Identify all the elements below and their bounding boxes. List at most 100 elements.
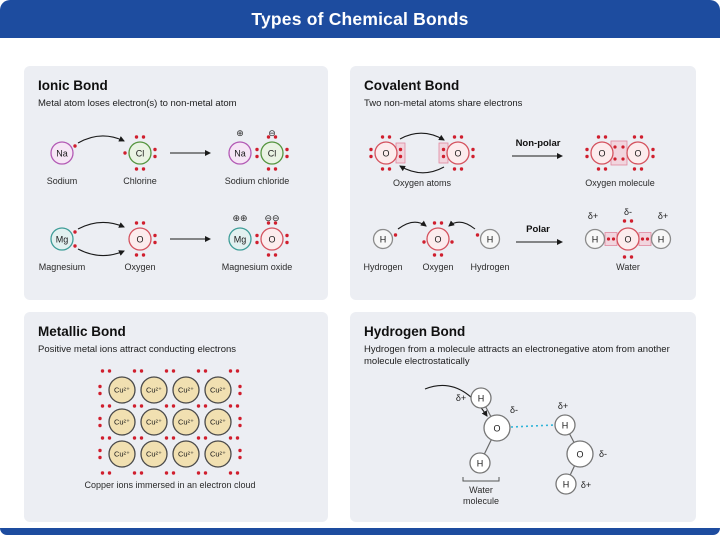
share-arrow-h1 (397, 220, 427, 230)
water-molecule-label-line2: molecule (463, 496, 499, 506)
oxygen-label-row2: Oxygen (422, 262, 453, 272)
nonpolar-label: Non-polar (516, 138, 561, 149)
chlorine-label: Chlorine (123, 176, 157, 186)
ionic-diagram: Na Cl Sodium Chlorine ⊕ ⊖ Na (39, 128, 293, 272)
hydrogen-symbol-2: H (487, 235, 494, 245)
hydrogen1-electron (393, 233, 398, 238)
oxygen-label: Oxygen (124, 262, 155, 272)
share-arrow-1 (399, 133, 445, 141)
chloride-ion-symbol: Cl (268, 149, 277, 159)
sodium-label: Sodium (47, 176, 78, 186)
metallic-diagram: Cu²⁺ Cu²⁺ Cu²⁺ Cu²⁺ Cu²⁺ Cu²⁺ Cu²⁺ Cu²⁺ … (84, 369, 256, 490)
water-hydrogen-symbol-1: H (592, 235, 599, 245)
water1-hydrogen-1 (470, 387, 492, 409)
water2-hydrogen-symbol-1: H (562, 420, 569, 430)
share-arrow-h2 (448, 220, 476, 230)
metallic-subtitle: Positive metal ions attract conducting e… (38, 344, 237, 355)
hydrogen-subtitle: Hydrogen from a molecule attracts an ele… (364, 344, 670, 368)
copper-ion-symbol: Cu²⁺ (178, 450, 194, 459)
copper-ion (140, 440, 168, 468)
electron-transfer-arrow (77, 135, 125, 144)
water-electrons (606, 219, 650, 260)
magnesium-oxide-label: Magnesium oxide (222, 262, 293, 272)
copper-ion (108, 440, 136, 468)
oxygen-symbol-row2: O (434, 235, 441, 245)
delta-minus: δ- (624, 207, 632, 217)
copper-ion-symbol: Cu²⁺ (146, 450, 162, 459)
water1-oxygen-symbol: O (493, 423, 500, 433)
water2-hydrogen-2 (555, 473, 577, 495)
oxygen-symbol: O (136, 235, 143, 245)
oxide-ion-symbol: O (268, 235, 275, 245)
hydrogen-label-2: Hydrogen (470, 262, 509, 272)
delta-plus-left: δ+ (456, 393, 466, 403)
panel-hydrogen-bond: Hydrogen Bond Hydrogen from a molecule a… (350, 312, 696, 522)
delta-plus-1: δ+ (588, 211, 598, 221)
delta-minus-left: δ- (510, 405, 518, 415)
copper-ion-symbol: Cu²⁺ (146, 418, 162, 427)
panel-ionic-bond: Ionic Bond Metal atom loses electron(s) … (24, 66, 328, 300)
magnesium-ion-symbol: Mg (234, 235, 247, 245)
oxygen-molecule-symbol-2: O (634, 149, 641, 159)
copper-ion (108, 376, 136, 404)
copper-ion (172, 408, 200, 436)
sodium-atom (50, 141, 74, 165)
panel-covalent-bond: Covalent Bond Two non-metal atoms share … (350, 66, 696, 300)
magnesium-ion (228, 227, 252, 251)
oxygen-molecule-electrons (585, 135, 655, 172)
water2-hydrogen-symbol-2: H (563, 479, 570, 489)
covalent-row-water: H O H Hydrogen Oxygen Hydrogen Polar δ+ … (363, 207, 672, 272)
hydrogen-atom-1 (372, 229, 394, 250)
metallic-caption: Copper ions immersed in an electron clou… (84, 480, 255, 490)
water-molecule-bracket (462, 476, 500, 482)
oxygen-molecule-atom-1 (590, 141, 614, 165)
sodium-ion-symbol: Na (234, 149, 246, 159)
sodium-chloride-label: Sodium chloride (225, 176, 290, 186)
copper-ion-symbol: Cu²⁺ (114, 450, 130, 459)
magnesium-valence-electrons (73, 230, 77, 249)
oxygen-symbol-1: O (382, 149, 389, 159)
water-shared-box-1 (604, 232, 618, 247)
oxygen-electrons-row2 (422, 221, 454, 258)
copper-ion-symbol: Cu²⁺ (210, 418, 226, 427)
pointer-arrow (424, 384, 488, 417)
water-oxygen-symbol: O (624, 235, 631, 245)
hydrogen-bond-dotted-line (510, 423, 555, 428)
copper-ion (140, 376, 168, 404)
hydrogen-symbol-1: H (380, 235, 387, 245)
water1-oxygen (483, 414, 511, 442)
page-title: Types of Chemical Bonds (251, 8, 469, 29)
copper-ion (204, 376, 232, 404)
copper-ion-symbol: Cu²⁺ (114, 386, 130, 395)
copper-ion-lattice: Cu²⁺ Cu²⁺ Cu²⁺ Cu²⁺ Cu²⁺ Cu²⁺ Cu²⁺ Cu²⁺ … (108, 376, 232, 468)
delta-plus-2: δ+ (658, 211, 668, 221)
chloride-ion (260, 141, 284, 165)
hydrogen-title: Hydrogen Bond (364, 324, 466, 339)
sodium-valence-electron (73, 144, 77, 149)
copper-ion-symbol: Cu²⁺ (146, 386, 162, 395)
water2-oxygen (566, 440, 594, 468)
delta-plus-right-bottom: δ+ (581, 480, 591, 490)
oxygen-atom-1 (374, 141, 398, 165)
oxygen-atom-2 (446, 141, 470, 165)
copper-ion (140, 408, 168, 436)
covalent-title: Covalent Bond (364, 78, 460, 93)
water-hydrogen-2 (650, 229, 672, 250)
share-arrow-2 (399, 165, 445, 174)
oxygen-molecule-atom-2 (626, 141, 650, 165)
hydrogen-label-1: Hydrogen (363, 262, 402, 272)
hydrogen-diagram: δ+ H δ- O H Water molecule δ+ H O δ- H δ… (424, 384, 607, 506)
oxygen-atom (128, 227, 152, 251)
magnesium-ion-charge: ⊕⊕ (232, 213, 247, 223)
oxygen-molecule-label: Oxygen molecule (585, 178, 655, 188)
covalent-diagram: O O Oxygen atoms Non-polar O O Oxygen mo… (363, 133, 672, 272)
sodium-ion (228, 141, 252, 165)
water1-hydrogen-symbol-2: H (477, 458, 484, 468)
water-shared-box-2 (638, 232, 652, 247)
water-hydrogen-symbol-2: H (658, 235, 665, 245)
water-oxygen (616, 227, 640, 251)
oxygen-molecule-symbol-1: O (598, 149, 605, 159)
water1-hydrogen-2 (469, 452, 491, 474)
magnesium-label: Magnesium (39, 262, 86, 272)
delta-minus-right: δ- (599, 449, 607, 459)
